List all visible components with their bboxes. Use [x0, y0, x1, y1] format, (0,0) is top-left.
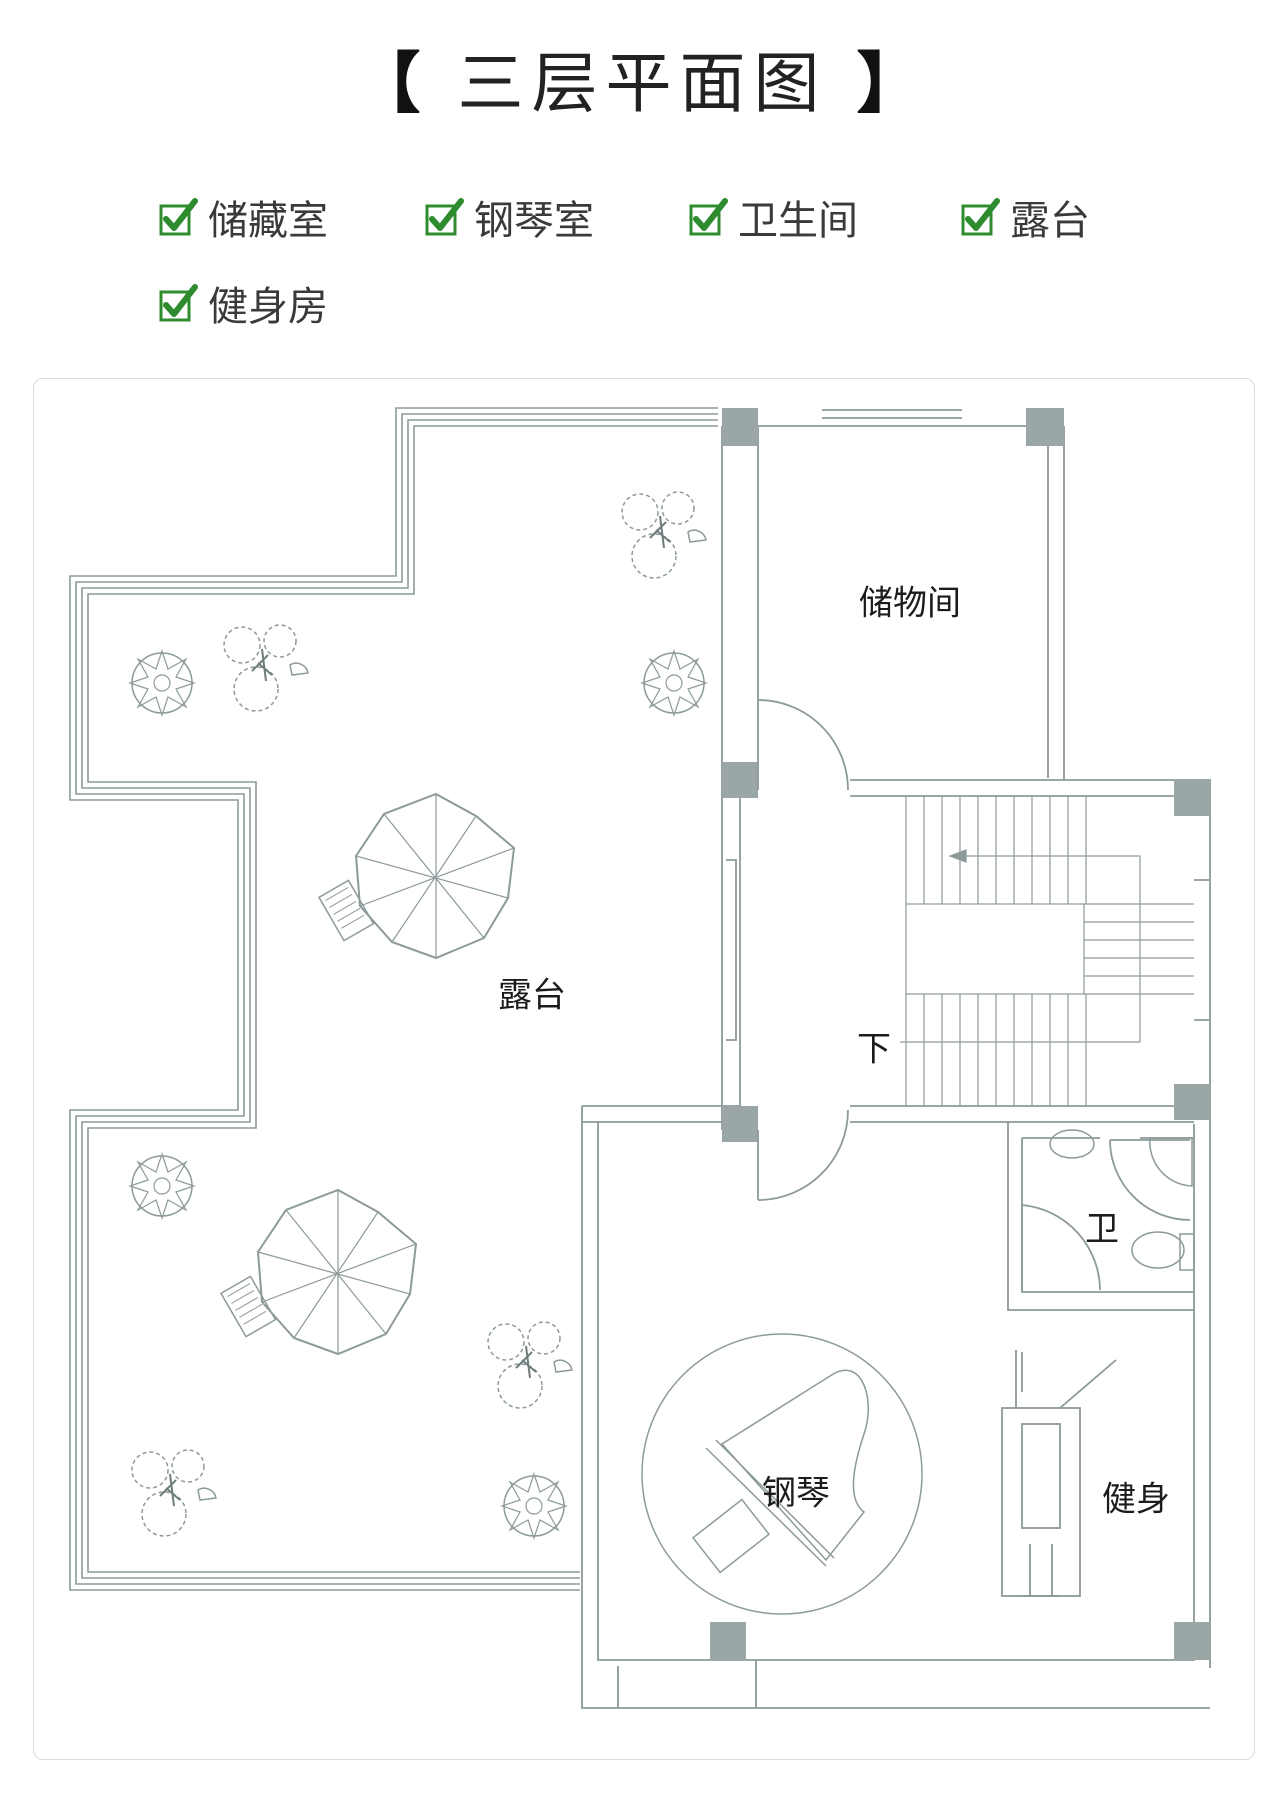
title-open-bracket: 【 — [354, 45, 429, 122]
room-label-bathroom: 卫 — [1085, 1209, 1119, 1250]
feature-item-bathroom: 卫生间 — [688, 188, 858, 246]
page-title: 【 三层平面图 】 — [0, 30, 1285, 126]
room-label-piano: 钢琴 — [762, 1473, 830, 1514]
feature-item-storage: 储藏室 — [158, 188, 328, 246]
feature-item-terrace: 露台 — [960, 188, 1090, 246]
feature-label: 钢琴室 — [474, 198, 594, 244]
title-close-bracket: 】 — [856, 45, 931, 122]
room-label-terrace: 露台 — [498, 975, 566, 1016]
stairs-down-label: 下 — [857, 1029, 891, 1070]
feature-label: 露台 — [1010, 198, 1090, 244]
check-icon — [689, 198, 728, 236]
room-label-gym: 健身 — [1102, 1479, 1170, 1520]
feature-item-piano: 钢琴室 — [424, 188, 594, 246]
feature-item-gym: 健身房 — [158, 274, 328, 332]
check-icon — [961, 198, 1000, 236]
check-icon — [159, 198, 198, 236]
feature-label: 储藏室 — [208, 198, 328, 244]
check-icon — [159, 284, 198, 322]
feature-label: 卫生间 — [738, 198, 858, 244]
check-icon — [425, 198, 464, 236]
title-text: 三层平面图 — [457, 45, 828, 122]
room-label-storage: 储物间 — [859, 583, 961, 624]
feature-label: 健身房 — [208, 284, 328, 330]
floor-plan-frame — [33, 378, 1255, 1760]
